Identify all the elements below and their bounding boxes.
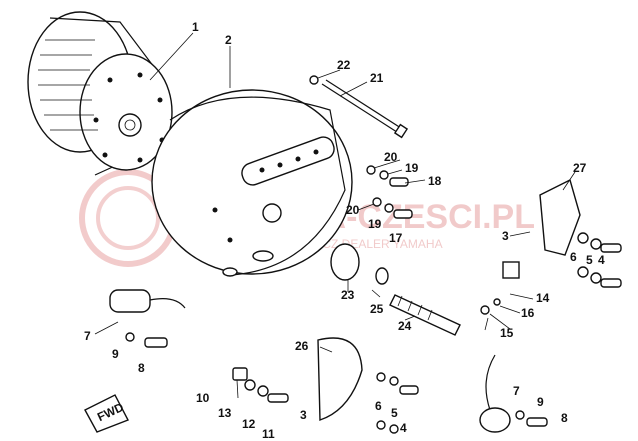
callout-18: 18 (428, 174, 442, 188)
callout-3: 3 (300, 408, 307, 422)
callout-7: 7 (84, 329, 91, 343)
part-21-bolt (309, 75, 409, 139)
callout-23: 23 (341, 288, 355, 302)
callout-26: 26 (295, 339, 309, 353)
callout-9: 9 (112, 347, 119, 361)
callout-17: 17 (389, 231, 403, 245)
callout-12: 12 (242, 417, 256, 431)
callout-1: 1 (192, 20, 199, 34)
callout-19: 19 (405, 161, 419, 175)
callout-6: 6 (375, 399, 382, 413)
callout-10: 10 (196, 391, 210, 405)
callout-20: 20 (384, 150, 398, 164)
callout-9: 9 (537, 395, 544, 409)
part-26-point-assembly (317, 337, 419, 434)
callout-20: 20 (346, 203, 360, 217)
callout-8: 8 (138, 361, 145, 375)
part-7-capacitor-right (479, 354, 548, 433)
callout-7: 7 (513, 384, 520, 398)
hardware-18-20 (366, 165, 413, 219)
part-7-capacitor-left (109, 289, 186, 348)
callout-25: 25 (370, 302, 384, 316)
part-2-housing (151, 89, 353, 277)
part-10-13-hardware (232, 367, 289, 403)
watermark-logo-inner (96, 186, 160, 250)
callout-16: 16 (521, 306, 535, 320)
callout-5: 5 (391, 406, 398, 420)
part-1-rotor (27, 11, 173, 176)
callout-8: 8 (561, 411, 568, 425)
callout-22: 22 (337, 58, 351, 72)
callout-15: 15 (500, 326, 514, 340)
callout-14: 14 (536, 291, 550, 305)
callout-13: 13 (218, 406, 232, 420)
leader-lines (94, 32, 576, 399)
callout-4: 4 (400, 421, 407, 435)
callout-5: 5 (586, 253, 593, 267)
part-23-24-25-shaft (330, 243, 461, 336)
callout-21: 21 (370, 71, 384, 85)
callout-4: 4 (598, 253, 605, 267)
fwd-arrow: FWD (84, 394, 129, 433)
callout-24: 24 (398, 319, 412, 333)
callout-27: 27 (573, 161, 587, 175)
callout-11: 11 (262, 427, 275, 441)
callout-19: 19 (368, 217, 382, 231)
callouts: 1 2 3 3 4 4 5 5 6 6 7 7 8 8 9 9 10 11 12… (84, 20, 605, 441)
callout-3: 3 (502, 229, 509, 243)
part-27-bracket (502, 178, 622, 288)
part-14-16-hardware (480, 298, 501, 315)
callout-2: 2 (225, 33, 232, 47)
callout-6: 6 (570, 250, 577, 264)
